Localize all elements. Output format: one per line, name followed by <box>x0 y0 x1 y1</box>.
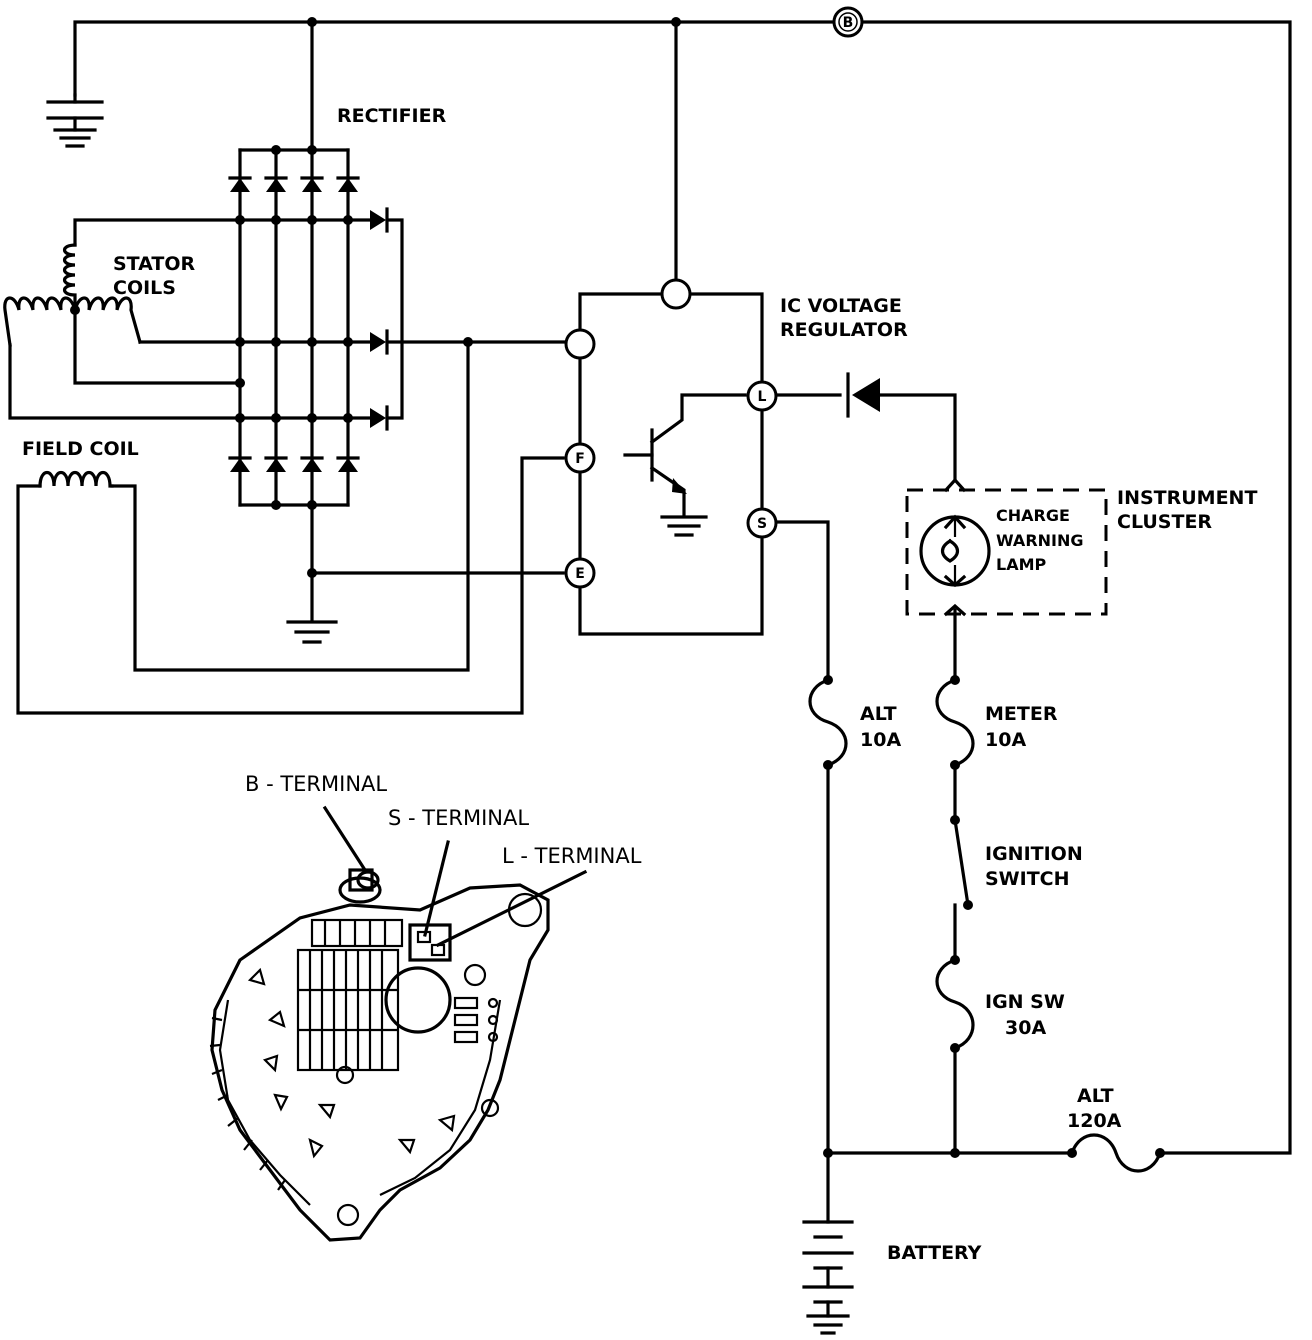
battery-symbol <box>802 1220 854 1335</box>
rectifier-diodes-upper <box>228 176 360 192</box>
alt-10a-fuse <box>808 677 848 768</box>
alt-10a-label-line2: 10A <box>860 729 901 751</box>
ignition-switch-label-line2: SWITCH <box>985 868 1070 890</box>
terminal-f-label: F <box>575 451 585 467</box>
regulator-label-line1: IC VOLTAGE <box>780 295 902 317</box>
transistor-ground <box>660 478 708 537</box>
terminal-b-label: B <box>843 15 854 31</box>
meter-10a-label-line2: 10A <box>985 729 1026 751</box>
aux-diodes <box>370 207 389 431</box>
ign-sw-30a-label-line2: 30A <box>1005 1017 1046 1039</box>
terminal-l-label: L <box>758 389 767 405</box>
alternator-illustration <box>209 868 550 1242</box>
terminal-s: S <box>746 507 778 539</box>
alt-120a-label-line2: 120A <box>1067 1110 1122 1132</box>
alt-120a-label-line1: ALT <box>1077 1085 1114 1107</box>
instrument-cluster-box <box>905 488 1108 616</box>
ignition-switch-label-line1: IGNITION <box>985 843 1083 865</box>
terminal-e-label: E <box>575 566 585 582</box>
stator-label-line2: COILS <box>113 277 176 299</box>
meter-10a-label-line1: METER <box>985 703 1058 725</box>
stator-coils <box>3 243 142 347</box>
regulator-top-terminal <box>660 278 692 310</box>
capacitor-ground <box>53 128 97 148</box>
regulator-label-line2: REGULATOR <box>780 319 908 341</box>
b-terminal-label: B - TERMINAL <box>245 772 387 796</box>
instrument-cluster-label-line1: INSTRUMENT <box>1117 487 1257 509</box>
rectifier-diodes-lower <box>228 456 360 472</box>
lamp-label-line2: WARNING <box>996 531 1084 550</box>
instrument-cluster-label-line2: CLUSTER <box>1117 511 1212 533</box>
terminal-f: F <box>564 442 596 474</box>
ign-sw-30a-label-line1: IGN SW <box>985 991 1065 1013</box>
capacitor <box>46 100 104 120</box>
field-coil-label: FIELD COIL <box>22 438 139 460</box>
terminal-b: B <box>832 6 864 38</box>
field-coil <box>38 470 114 488</box>
wires <box>8 20 1292 1224</box>
s-terminal-label: S - TERMINAL <box>388 806 529 830</box>
meter-10a-fuse <box>935 677 975 768</box>
l-terminal-label: L - TERMINAL <box>502 844 642 868</box>
warning-lamp-diode <box>846 372 880 418</box>
terminal-s-label: S <box>757 516 767 532</box>
rectifier-ground <box>286 620 338 644</box>
alt-10a-label-line1: ALT <box>860 703 897 725</box>
rectifier-label: RECTIFIER <box>337 105 447 127</box>
lamp-label-line1: CHARGE <box>996 506 1070 525</box>
labels: RECTIFIER STATOR COILS FIELD COIL IC VOL… <box>22 105 1257 1264</box>
ignition-switch <box>953 818 970 907</box>
alt-120a-fuse <box>1069 1133 1163 1173</box>
terminal-l: L <box>746 380 778 412</box>
lamp-label-line3: LAMP <box>996 555 1047 574</box>
charge-warning-lamp <box>919 477 991 617</box>
battery-label: BATTERY <box>887 1242 982 1264</box>
ign-sw-30a-fuse <box>935 957 975 1051</box>
terminal-e: E <box>564 557 596 589</box>
junction-dots <box>70 17 1165 1158</box>
terminal-leaders <box>322 805 588 948</box>
stator-label-line1: STATOR <box>113 253 196 275</box>
regulator-left-terminal <box>564 328 596 360</box>
